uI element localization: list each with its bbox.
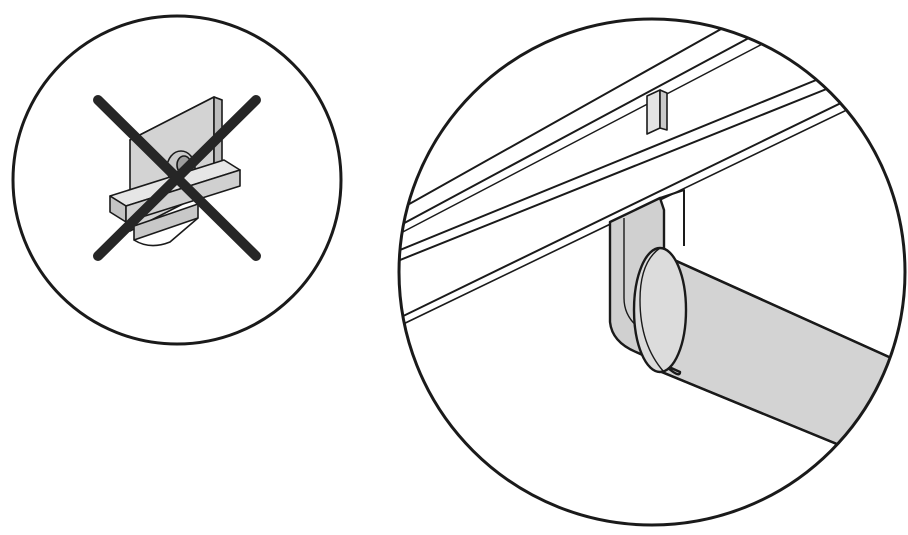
correct-panel (397, 17, 907, 527)
bar-end-cap (632, 246, 688, 374)
correct-panel-circle (397, 17, 907, 527)
guide-rail (399, 23, 885, 329)
rail-with-support-bracket (399, 23, 902, 472)
rail-tab (646, 89, 668, 135)
cross-mark-icon (93, 95, 261, 261)
incorrect-panel (11, 14, 343, 346)
